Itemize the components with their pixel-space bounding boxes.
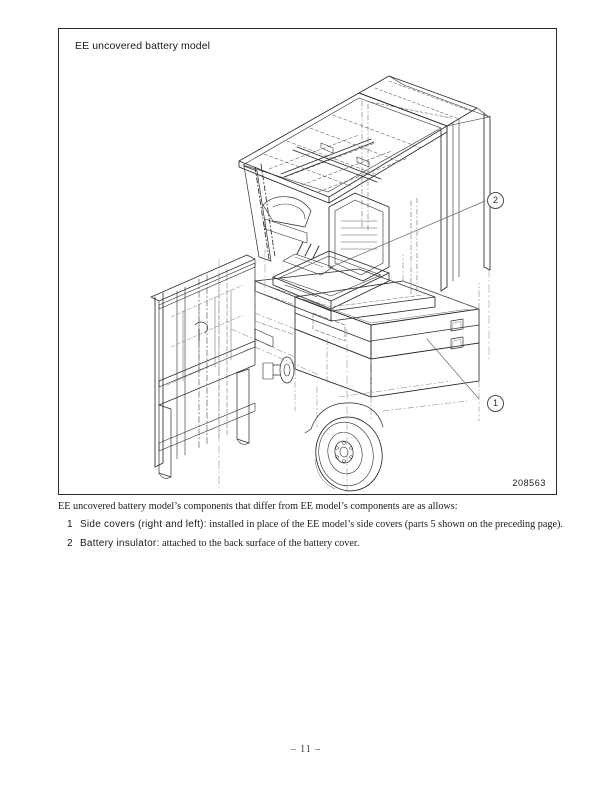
front-wheel bbox=[304, 402, 384, 492]
page-number: – 11 – bbox=[290, 744, 322, 755]
forklift-illustration bbox=[150, 75, 491, 496]
list-item-description: attached to the back surface of the batt… bbox=[162, 537, 360, 549]
figure-title: EE uncovered battery model bbox=[75, 40, 211, 52]
list-item-description: installed in place of the EE model’s sid… bbox=[209, 519, 563, 530]
list-item-body: Battery insulator: attached to the back … bbox=[80, 537, 564, 551]
list-item-term: Battery insulator: bbox=[80, 537, 160, 549]
overhead-guard-posts bbox=[243, 100, 491, 298]
figure-id-number: 208563 bbox=[512, 478, 546, 488]
caption-intro: EE uncovered battery model’s components … bbox=[58, 501, 458, 512]
battery-compartment bbox=[294, 254, 480, 398]
list-item-number: 2 bbox=[67, 537, 73, 549]
mast-assembly bbox=[150, 254, 296, 479]
callout-leaders bbox=[330, 200, 486, 400]
list-item-term: Side covers (right and left): bbox=[80, 519, 207, 530]
figure-panel: EE uncovered battery model bbox=[58, 28, 557, 496]
caption-block: EE uncovered battery model’s components … bbox=[58, 500, 564, 550]
callout-marker-1: 1 bbox=[487, 395, 504, 412]
callout-marker-2: 2 bbox=[487, 192, 504, 209]
steering-column-area bbox=[262, 196, 334, 276]
list-item: 1 Side covers (right and left): installe… bbox=[58, 518, 564, 532]
overhead-guard-roof bbox=[238, 75, 490, 204]
list-item-number: 1 bbox=[67, 519, 73, 530]
drive-axle bbox=[262, 356, 295, 384]
chassis-hidden-lines bbox=[230, 290, 480, 428]
list-item: 2 Battery insulator: attached to the bac… bbox=[58, 537, 564, 551]
list-item-body: Side covers (right and left): installed … bbox=[80, 518, 564, 532]
